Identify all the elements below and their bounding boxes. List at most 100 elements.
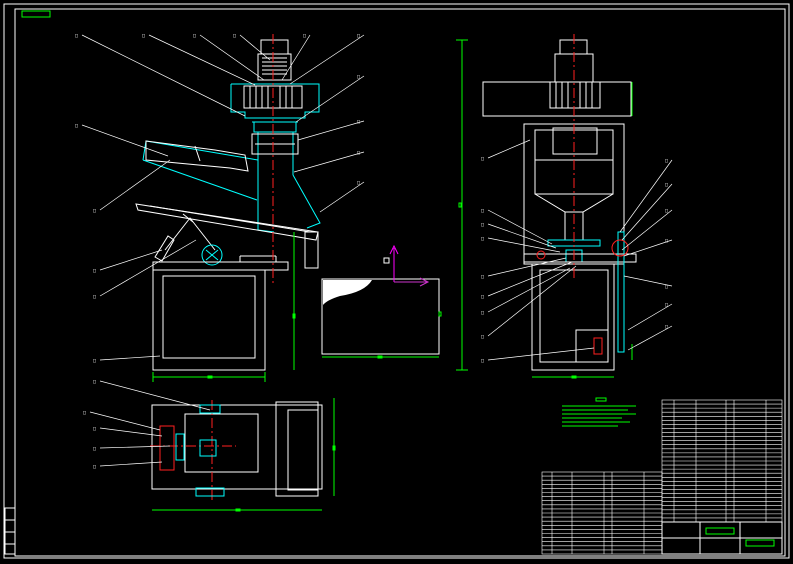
callout-marker: □ [75, 33, 78, 39]
callout-marker: □ [142, 33, 145, 39]
parts-list-right [661, 399, 783, 523]
callout-marker: □ [665, 284, 668, 290]
side-dimensions [456, 39, 633, 379]
vibrator-housing [230, 83, 321, 229]
leader-line [627, 325, 673, 351]
callout-marker: □ [665, 158, 668, 164]
callout-marker: □ [93, 464, 96, 470]
leader-line [99, 239, 197, 297]
leader-line [627, 303, 673, 331]
top-view [150, 398, 336, 512]
callout-marker: □ [93, 294, 96, 300]
leader-line [487, 223, 557, 249]
detail-view [321, 244, 442, 359]
leader-line [487, 261, 573, 297]
callout-marker: □ [665, 238, 668, 244]
callout-marker: □ [481, 236, 484, 242]
margin-tag-box [4, 507, 16, 555]
leader-line [487, 267, 571, 313]
leader-line [487, 257, 567, 277]
callout-marker: □ [481, 358, 484, 364]
hopper [142, 140, 275, 233]
leader-line [319, 181, 365, 213]
leader-line [487, 265, 577, 337]
leader-line [487, 237, 561, 253]
leader-line [281, 34, 311, 81]
base-frame [152, 255, 289, 371]
callout-marker: □ [357, 150, 360, 156]
leader-line [81, 124, 169, 157]
callout-marker: □ [93, 358, 96, 364]
ucs-marker [383, 257, 390, 264]
callout-marker: □ [75, 123, 78, 129]
outer-border [3, 3, 790, 559]
leader-line [99, 380, 211, 411]
parts-list-left [541, 471, 663, 555]
eccentric-wheel [201, 244, 223, 266]
leader-line [99, 445, 171, 449]
leader-line [619, 159, 673, 233]
callout-markers: □ □ □ □ □ □ □ □ □ □ □ □ □ □ □ □ □ □ □ □ □ □ □ □ □ □ □ □ □ □ □ □ □ □ □ □ [75, 33, 668, 470]
callout-marker: □ [93, 379, 96, 385]
callout-marker: □ [93, 446, 96, 452]
front-dimensions [152, 232, 296, 382]
callout-marker: □ [303, 33, 306, 39]
top-dimensions [152, 398, 336, 512]
technical-notes [562, 397, 636, 427]
callout-marker: □ [665, 208, 668, 214]
callout-marker: □ [481, 310, 484, 316]
leader-line [623, 239, 673, 257]
callout-marker: □ [665, 324, 668, 330]
leader-line [99, 159, 171, 211]
callout-marker: □ [357, 119, 360, 125]
drawing-number-box [21, 10, 51, 18]
leader-line [199, 34, 265, 81]
front-view [135, 34, 321, 382]
callout-marker: □ [193, 33, 196, 39]
leader-line [487, 347, 595, 361]
callout-marker: □ [665, 302, 668, 308]
leader-line [89, 411, 161, 431]
callout-marker: □ [357, 33, 360, 39]
leader-line [81, 34, 246, 117]
motor [257, 39, 292, 81]
leader-line [99, 461, 163, 467]
callout-marker: □ [481, 334, 484, 340]
leader-line [623, 275, 673, 287]
leader-line [297, 120, 365, 141]
callout-marker: □ [665, 182, 668, 188]
leader-line [99, 355, 161, 361]
callout-marker: □ [93, 426, 96, 432]
motor-fins [243, 85, 303, 155]
leader-line [295, 75, 365, 123]
leader-line [148, 34, 256, 86]
callout-marker: □ [357, 180, 360, 186]
callout-marker: □ [93, 268, 96, 274]
callout-marker: □ [481, 156, 484, 162]
sheet-frame [3, 3, 790, 559]
inner-border [14, 8, 786, 557]
leader-line [621, 183, 673, 241]
callout-marker: □ [357, 74, 360, 80]
callout-marker: □ [481, 274, 484, 280]
leader-line [487, 209, 553, 245]
leader-line [289, 34, 365, 85]
title-block [661, 521, 783, 555]
leader-line [99, 427, 163, 437]
crank-linkage [154, 213, 216, 262]
callout-marker: □ [93, 208, 96, 214]
side-view [456, 34, 637, 379]
callout-marker: □ [83, 410, 86, 416]
cross-section-hatch [323, 280, 372, 305]
screen-deck [135, 140, 319, 269]
leader-line [621, 209, 673, 251]
leader-line [293, 151, 365, 173]
leader-line [239, 34, 271, 61]
leader-line [99, 249, 163, 271]
callout-marker: □ [481, 294, 484, 300]
callout-marker: □ [233, 33, 236, 39]
callout-marker: □ [481, 222, 484, 228]
callout-marker: □ [481, 208, 484, 214]
